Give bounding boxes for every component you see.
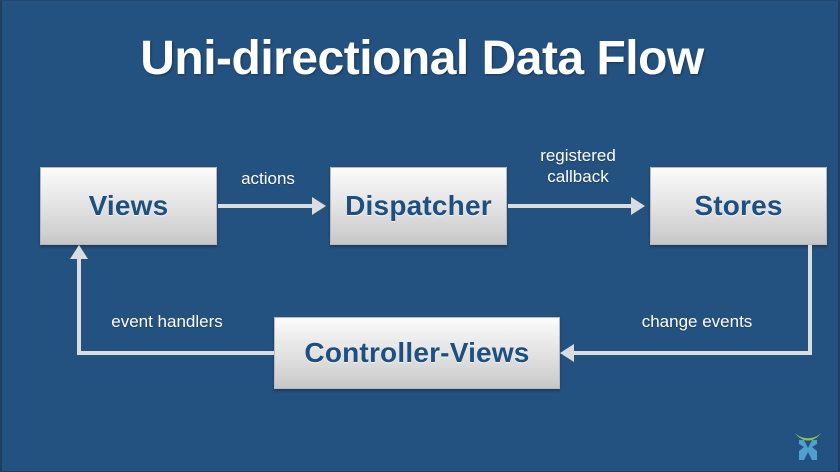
page-title: Uni-directional Data Flow [140,32,704,85]
edge-event-handlers-horizontal-line [77,351,274,355]
logo-x-mark-shape [799,440,817,460]
node-controller-views[interactable]: Controller-Views [274,317,560,389]
logo-arc-shape [795,433,821,441]
edge-change-events-label: change events [641,312,753,331]
edge-event-handlers-vertical-line [77,259,81,353]
node-stores[interactable]: Stores [650,167,827,245]
edge-actions-arrowhead-icon [312,197,326,215]
edge-registered-callback-line [508,204,633,208]
edge-actions-label: actions [241,169,295,188]
edge-registered-callback-arrowhead-icon [631,197,645,215]
edge-event-handlers-label: event handlers [111,312,223,331]
edge-registered-callback-label: registered callback [540,146,616,186]
edge-change-events-horizontal-line [574,351,812,355]
node-stores-label: Stores [694,190,783,221]
node-dispatcher-label: Dispatcher [345,190,492,221]
x-arc-logo-icon [795,433,821,460]
node-controller-views-label: Controller-Views [304,337,530,368]
node-views[interactable]: Views [40,167,217,245]
edge-actions-line [218,204,314,208]
node-dispatcher[interactable]: Dispatcher [330,167,507,245]
edge-event-handlers-arrowhead-icon [70,245,88,259]
edge-change-events-arrowhead-icon [560,344,574,362]
edge-change-events-vertical-line [808,245,812,355]
node-views-label: Views [88,190,169,221]
